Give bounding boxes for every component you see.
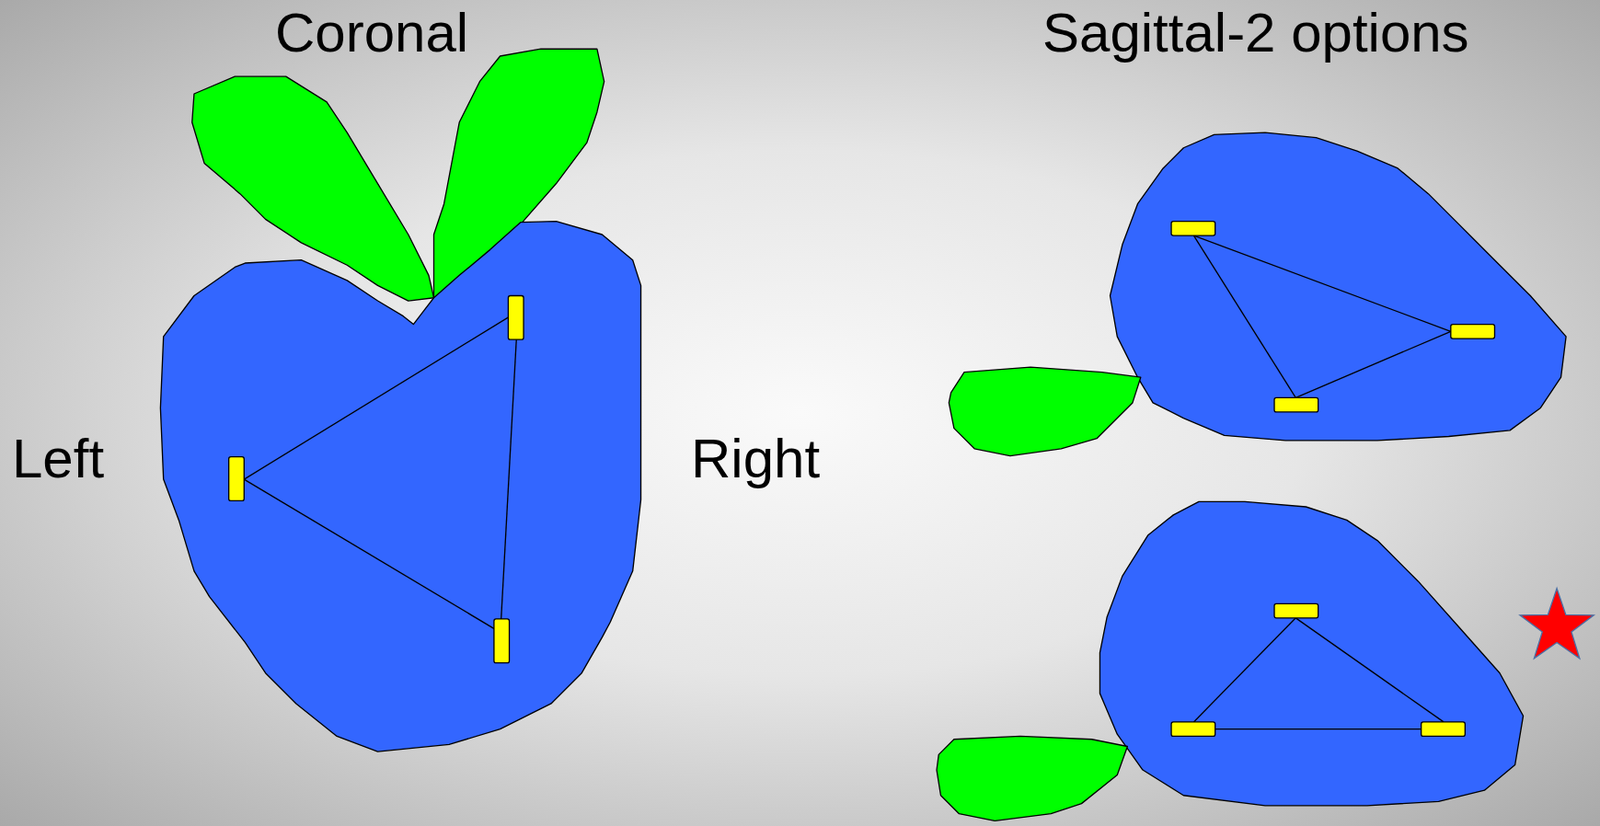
yellow-marker: [1450, 324, 1496, 340]
yellow-marker: [1171, 221, 1216, 237]
yellow-marker: [494, 619, 510, 664]
yellow-marker: [1421, 722, 1466, 737]
yellow-marker: [1274, 603, 1319, 619]
blue-organ: [1110, 132, 1567, 441]
triangle-line: [1193, 618, 1444, 730]
yellow-marker: [1171, 722, 1216, 737]
green-leaf: [948, 367, 1140, 456]
yellow-marker: [1274, 397, 1319, 413]
yellow-marker: [229, 457, 245, 502]
side-label: Left: [11, 431, 104, 487]
triangle-line: [243, 316, 517, 634]
yellow-marker: [507, 296, 524, 341]
green-leaf: [936, 736, 1128, 821]
view-title: Sagittal-2 options: [1042, 5, 1470, 61]
view-title: Coronal: [275, 5, 469, 61]
side-label: Right: [690, 431, 820, 487]
triangle-line: [1193, 235, 1451, 398]
blue-organ: [160, 221, 641, 752]
red-star: [1519, 588, 1594, 659]
blue-organ: [1099, 501, 1523, 806]
